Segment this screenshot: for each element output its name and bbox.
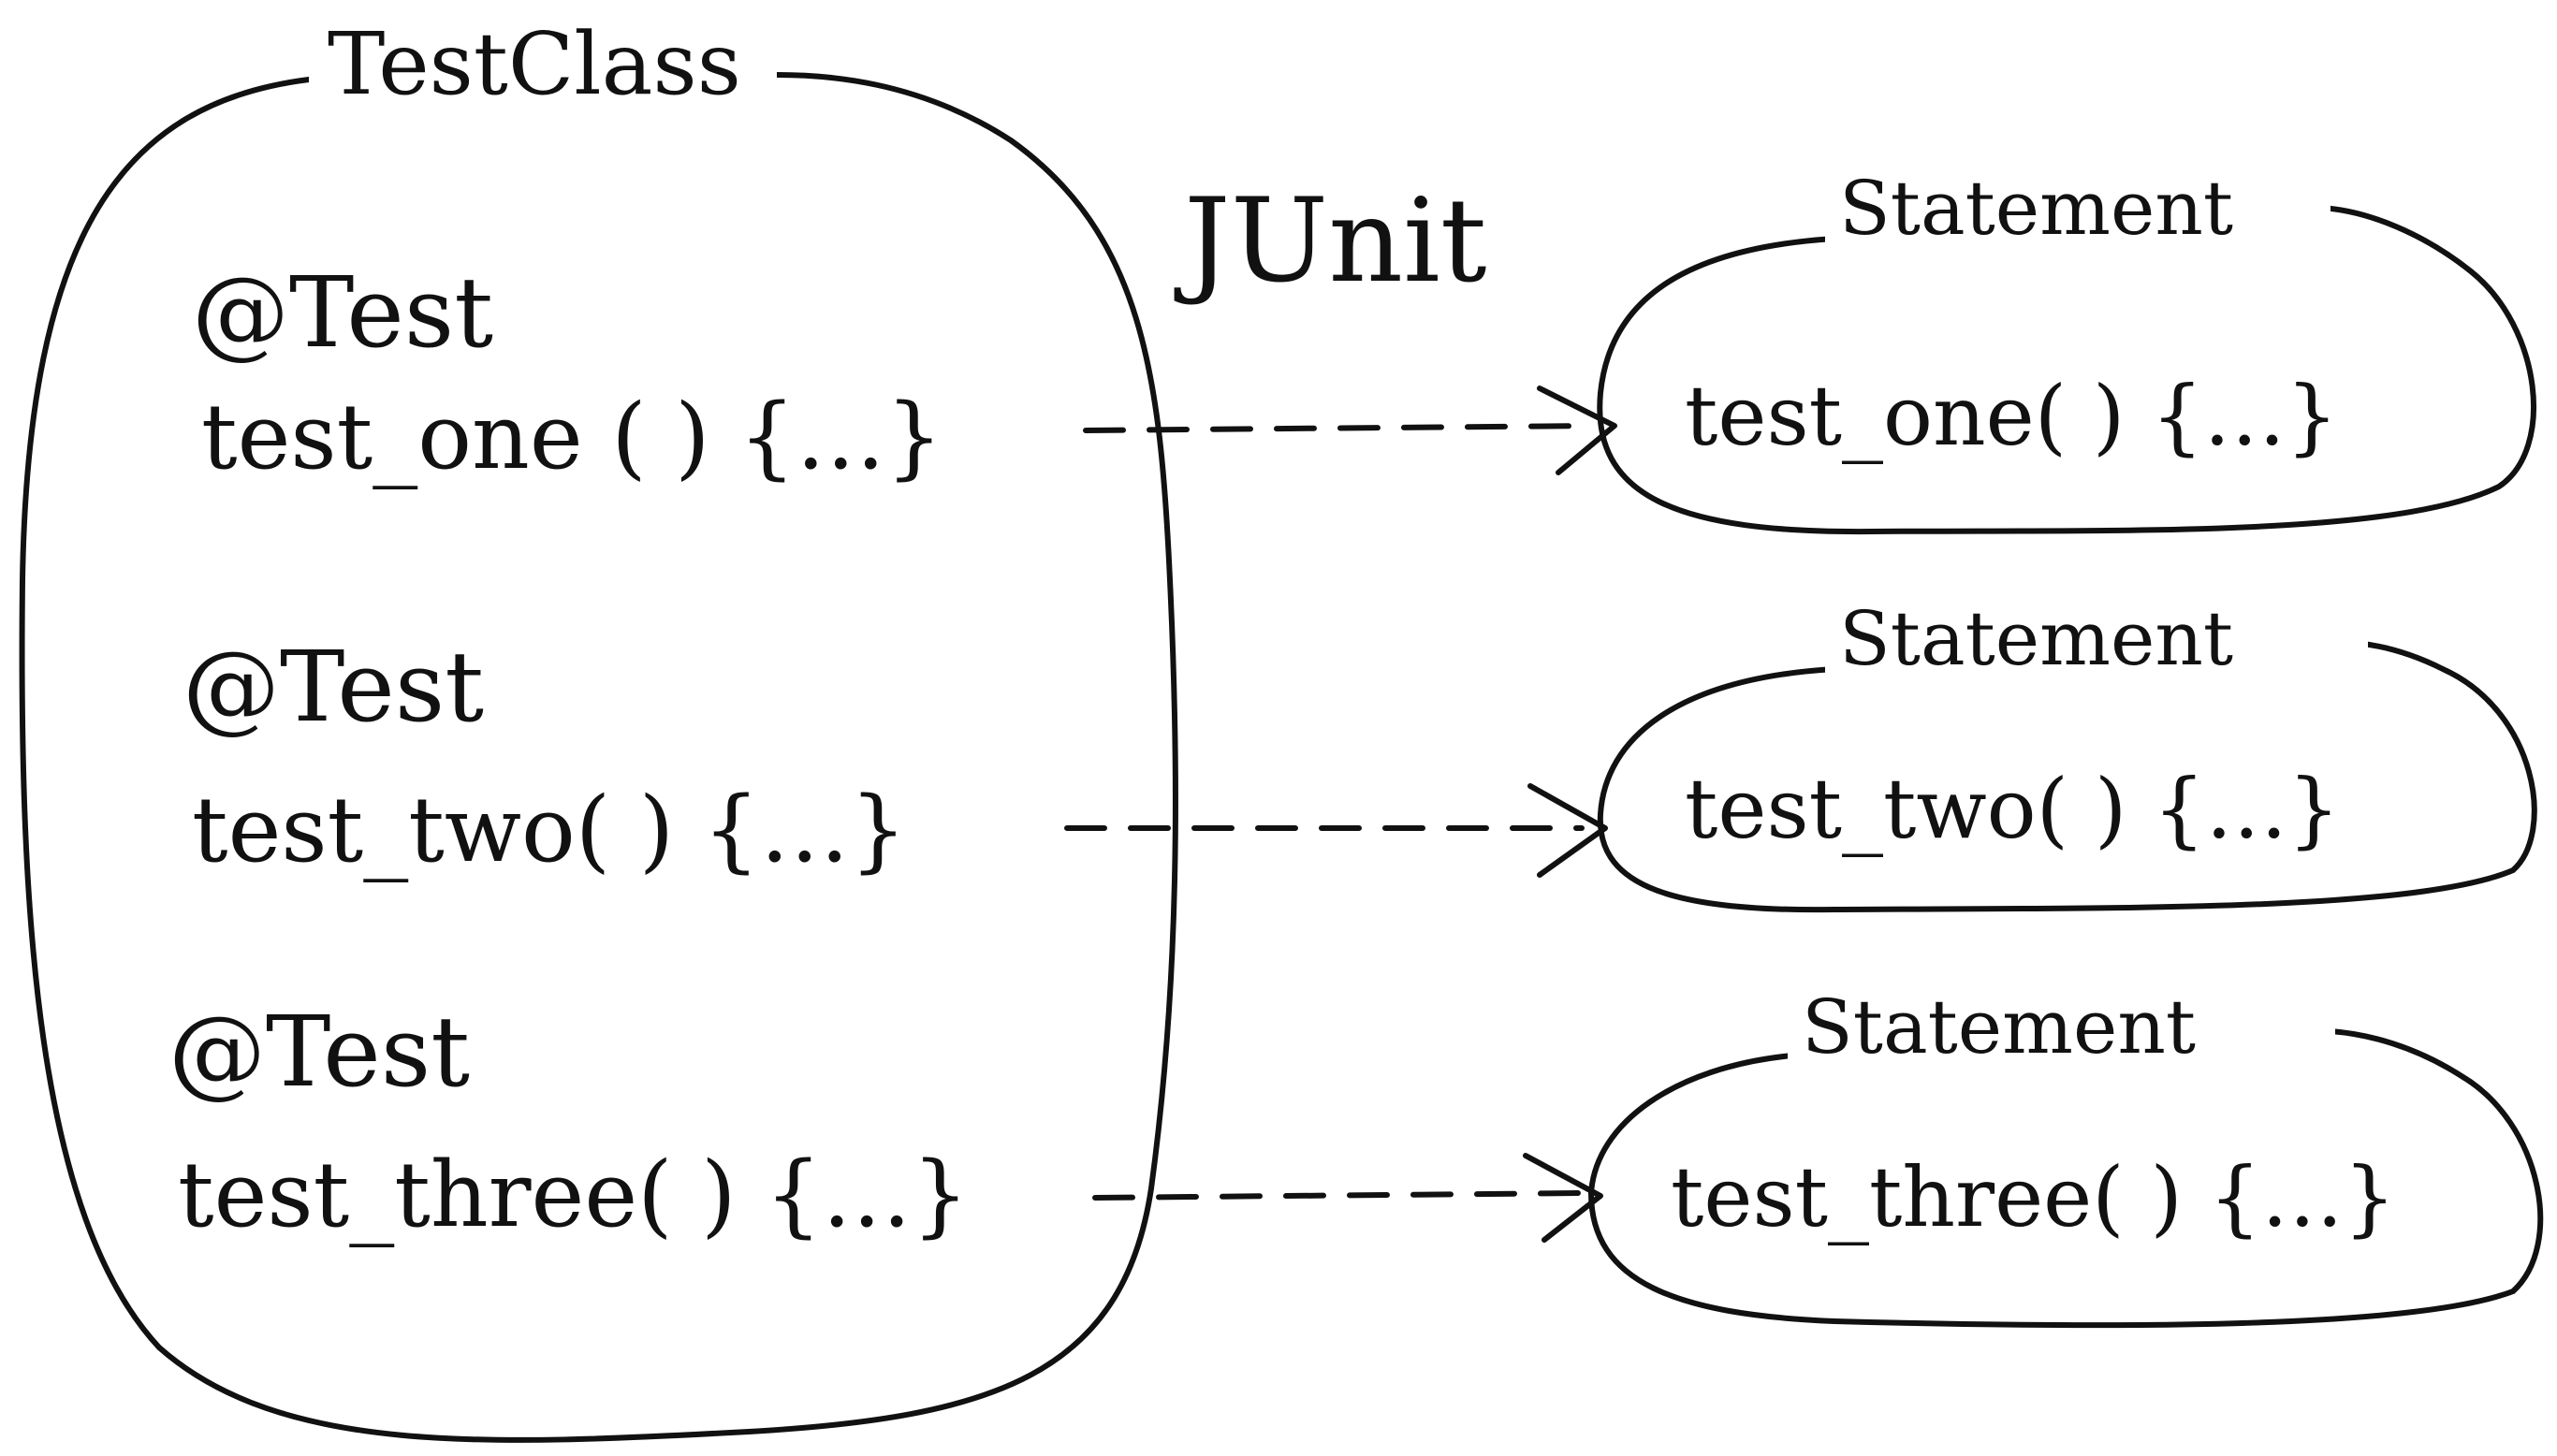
statement-one-signature: test_one( ) {…} xyxy=(1685,368,2338,464)
arrow-test-three-line xyxy=(1092,1190,1585,1201)
test-class-outline xyxy=(19,72,1178,1443)
junit-label: JUnit xyxy=(1174,174,1487,309)
test-class-title-gap xyxy=(309,19,777,122)
arrow-test-one-line xyxy=(1083,423,1594,433)
statement-three-title-gap xyxy=(1788,978,2335,1071)
arrow-test-two-head xyxy=(1527,783,1608,878)
statement-three-title: Statement xyxy=(1802,983,2196,1070)
statement-two-outline xyxy=(1597,641,2537,913)
method-test-two: test_two( ) {…} xyxy=(192,778,907,882)
arrow-test-one-head xyxy=(1537,386,1617,475)
annotation-test-one: @Test xyxy=(192,255,493,370)
method-test-three: test_three( ) {…} xyxy=(178,1143,969,1247)
statement-one-title-gap xyxy=(1825,159,2331,253)
annotation-test-two: @Test xyxy=(183,630,484,744)
statement-three-outline xyxy=(1588,1028,2544,1329)
statement-one-title: Statement xyxy=(1839,165,2233,252)
annotation-test-three: @Test xyxy=(168,995,470,1109)
method-test-one: test_one ( ) {…} xyxy=(201,385,942,489)
statement-two-title-gap xyxy=(1825,590,2368,683)
test-class-title: TestClass xyxy=(328,14,741,114)
statement-two-title: Statement xyxy=(1839,595,2233,682)
statement-three-signature: test_three( ) {…} xyxy=(1671,1149,2396,1245)
statement-one-outline xyxy=(1597,205,2536,535)
arrow-test-three-head xyxy=(1523,1153,1603,1243)
statement-two-signature: test_two( ) {…} xyxy=(1685,761,2340,857)
